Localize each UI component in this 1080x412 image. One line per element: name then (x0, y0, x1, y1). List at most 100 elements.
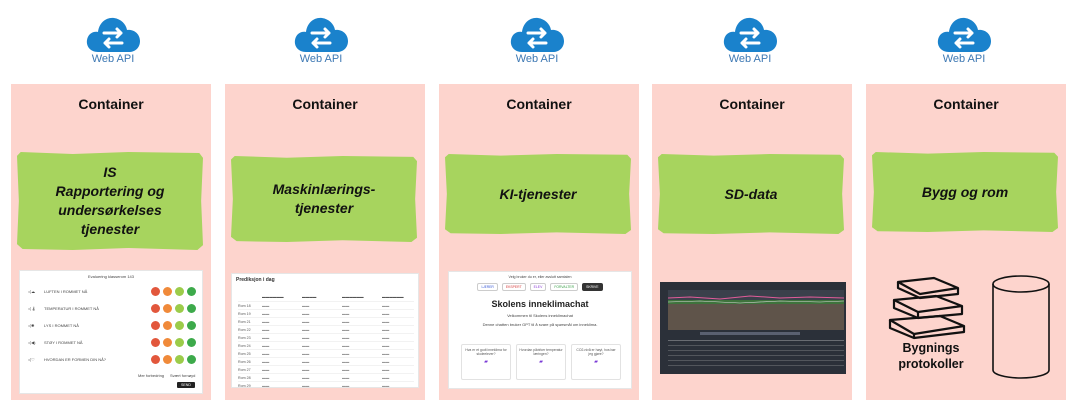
web-api-1: Web API (63, 14, 163, 65)
survey-item-label: TEMPERATUR I ROMMET NÅ (44, 306, 99, 311)
prediction-cell: ▬▬ (302, 327, 310, 332)
chat-top-text: Velg bruker du er, eller avslutt samtale… (508, 275, 572, 279)
send-button[interactable]: SEND (177, 382, 195, 388)
prediction-cell: ▬▬ (262, 311, 270, 316)
prediction-cell: ▬▬ (342, 359, 350, 364)
face-meh-icon[interactable] (163, 287, 172, 296)
prediction-row: Rom 28▬▬▬▬▬▬▬▬ (238, 374, 414, 382)
face-happy-icon[interactable] (187, 338, 196, 347)
prediction-row: Rom 21▬▬▬▬▬▬▬▬ (238, 318, 414, 326)
role-button-ekspert[interactable]: EKSPERT (501, 283, 526, 291)
prediction-cell: ▬▬ (262, 319, 270, 324)
room-label: Rom 19 (238, 311, 251, 316)
face-sad-icon[interactable] (151, 321, 160, 330)
face-smile-icon[interactable] (175, 321, 184, 330)
survey-item-label: LUFTEN I ROMMET NÅ (44, 289, 88, 294)
face-smile-icon[interactable] (175, 338, 184, 347)
face-happy-icon[interactable] (187, 304, 196, 313)
prediction-cell: ▬▬ (382, 375, 390, 380)
face-meh-icon[interactable] (163, 338, 172, 347)
container-ki: Container KI-tjenester Velg bruker du er… (439, 84, 639, 400)
room-label: Rom 18 (238, 303, 251, 308)
prediction-row: Rom 27▬▬▬▬▬▬▬▬ (238, 366, 414, 374)
room-label: Rom 22 (238, 327, 251, 332)
face-happy-icon[interactable] (187, 355, 196, 364)
face-smile-icon[interactable] (175, 304, 184, 313)
chat-subtitle: Velkommen til Skolens inneklimachat (507, 313, 573, 318)
label-line: Bygnings (902, 341, 960, 355)
building-protocols-label: Bygnings protokoller (896, 340, 966, 372)
role-button-forvalter[interactable]: FORVALTER (550, 283, 579, 291)
role-button-elev[interactable]: ELEV (529, 283, 547, 291)
face-happy-icon[interactable] (187, 321, 196, 330)
suggestion-card[interactable]: Hvordan påvirker temperatur læringen? ▰ (516, 344, 566, 380)
label-line: protokoller (898, 357, 964, 371)
web-api-4: Web API (700, 14, 800, 65)
face-smile-icon[interactable] (175, 355, 184, 364)
tape-bygg: Bygg og rom (872, 152, 1058, 232)
room-label: Rom 24 (238, 343, 251, 348)
prediction-cell: ▬▬ (302, 343, 310, 348)
prediction-row: Rom 24▬▬▬▬▬▬▬▬ (238, 342, 414, 350)
prediction-cell: ▬▬ (342, 319, 350, 324)
prediction-cell: ▬▬ (382, 319, 390, 324)
face-sad-icon[interactable] (151, 304, 160, 313)
sd-dashboard-screenshot (660, 282, 846, 374)
prediction-cell: ▬▬ (302, 367, 310, 372)
prediction-cell: ▬▬ (342, 303, 350, 308)
prediction-cell: ▬▬ (302, 303, 310, 308)
face-sad-icon[interactable] (151, 338, 160, 347)
tape-line: KI-tjenester (499, 185, 577, 202)
prediction-cell: ▬▬ (262, 383, 270, 388)
room-label: Rom 28 (238, 375, 251, 380)
tape-sd: SD-data (658, 154, 844, 234)
cloud-icon: ◁☁ (28, 289, 36, 294)
room-label: Rom 27 (238, 367, 251, 372)
prediction-cell: ▬▬ (262, 343, 270, 348)
face-meh-icon[interactable] (163, 304, 172, 313)
tape-line: tjenester (294, 200, 354, 216)
api-label: Web API (299, 53, 343, 65)
prediction-cell: ▬▬ (262, 367, 270, 372)
legend-left: Mer forbedring (138, 373, 165, 378)
face-sad-icon[interactable] (151, 355, 160, 364)
suggestion-card[interactable]: Hva er et godt inneklima for skoleelever… (461, 344, 511, 380)
container-sd: Container SD-data (652, 84, 852, 400)
suggestion-text: Hvordan påvirker temperatur læringen? (519, 348, 563, 356)
role-button-laerer[interactable]: LÆRER (477, 283, 498, 291)
tape-line: IS (103, 164, 117, 180)
face-smile-icon[interactable] (175, 287, 184, 296)
tape-ml: Maskinlærings- tjenester (231, 156, 417, 242)
survey-screenshot: Evaluering klasserom 143 ◁☁ LUFTEN I ROM… (19, 270, 203, 394)
container-title: Container (78, 96, 144, 112)
face-meh-icon[interactable] (163, 355, 172, 364)
face-meh-icon[interactable] (163, 321, 172, 330)
survey-title: Evaluering klasserom 143 (87, 274, 135, 279)
prediction-cell: ▬▬ (342, 327, 350, 332)
web-api-2: Web API (271, 14, 371, 65)
face-happy-icon[interactable] (187, 287, 196, 296)
prediction-cell: ▬▬ (382, 359, 390, 364)
prediction-cell: ▬▬ (382, 383, 390, 388)
tape-ki: KI-tjenester (445, 154, 631, 234)
chat-bubble-icon: ▰ (594, 359, 598, 365)
prediction-row: Rom 23▬▬▬▬▬▬▬▬ (238, 334, 414, 342)
suggestion-card[interactable]: CO2-nivå er høyt, hva bør jeg gjøre? ▰ (571, 344, 621, 380)
web-api-3: Web API (487, 14, 587, 65)
prediction-cell: ▬▬ (302, 383, 310, 388)
chat-screenshot: Velg bruker du er, eller avslutt samtale… (448, 271, 632, 389)
prediction-cell: ▬▬ (262, 303, 270, 308)
prediction-cell: ▬▬ (302, 359, 310, 364)
cloud-sync-icon (86, 17, 140, 52)
prediction-row: Rom 29▬▬▬▬▬▬▬▬ (238, 382, 414, 388)
survey-row: ◁◀) STØY I ROMMET NÅ (28, 334, 196, 351)
survey-item-label: STØY I ROMMET NÅ (44, 340, 83, 345)
prediction-cell: ▬▬ (342, 375, 350, 380)
role-button-skrive[interactable]: SKRIVE (582, 283, 603, 291)
prediction-row: Rom 18▬▬▬▬▬▬▬▬ (238, 302, 414, 310)
prediction-cell: ▬▬ (302, 319, 310, 324)
face-sad-icon[interactable] (151, 287, 160, 296)
database-cylinder-icon (992, 275, 1050, 379)
api-label: Web API (91, 53, 135, 65)
